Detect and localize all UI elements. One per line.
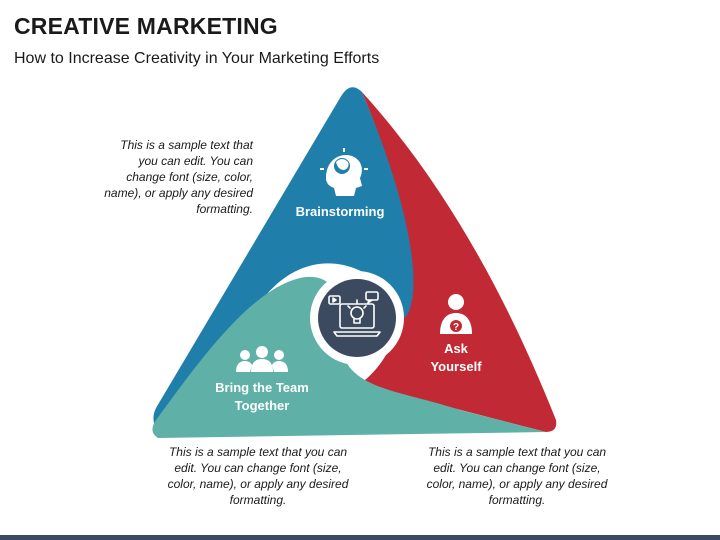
creative-laptop-icon [328, 291, 381, 337]
team-icon [236, 346, 288, 372]
label-ask-yourself: Ask Yourself [418, 340, 494, 376]
note-bottom-right: This is a sample text that you can edit.… [426, 445, 608, 507]
label-bring-team-together: Bring the Team Together [196, 379, 328, 415]
label-brainstorming: Brainstorming [295, 204, 385, 219]
page-subtitle: How to Increase Creativity in Your Marke… [14, 50, 380, 67]
brain-head-icon [320, 148, 368, 196]
person-question-icon: ? [440, 294, 472, 334]
svg-text:?: ? [453, 322, 459, 333]
center-circle [318, 279, 396, 357]
segment-team [152, 276, 546, 438]
label-team-line1: Bring the Team [215, 380, 309, 395]
note-top-left: This is a sample text that you can edit.… [104, 138, 253, 216]
label-ask-line2: Yourself [430, 359, 482, 374]
label-ask-line1: Ask [444, 341, 468, 356]
note-bottom-left: This is a sample text that you can edit.… [167, 445, 349, 507]
segment-ask-yourself [360, 92, 557, 432]
page-title: CREATIVE MARKETING [14, 13, 278, 39]
label-team-line2: Together [234, 398, 290, 413]
footer-bar [0, 535, 720, 540]
